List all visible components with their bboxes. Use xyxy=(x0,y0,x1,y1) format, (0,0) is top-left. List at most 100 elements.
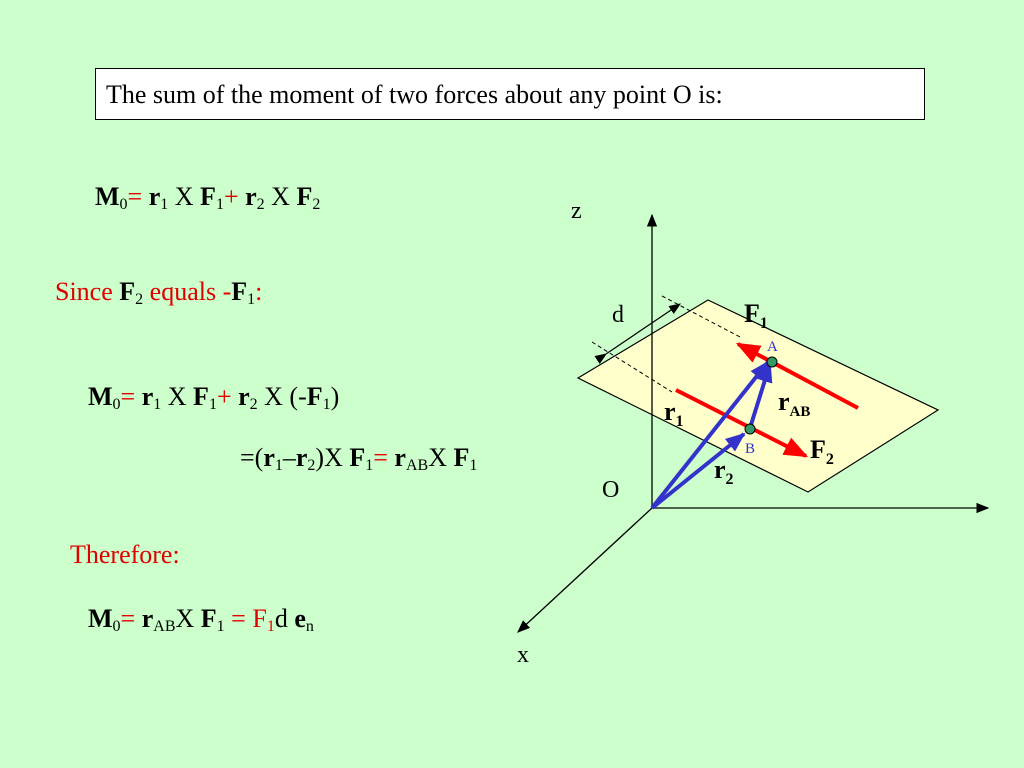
F1-label-main: F xyxy=(744,299,760,328)
subscript: AB xyxy=(153,618,176,635)
guide-line-f1 xyxy=(661,295,743,339)
symbol-F1: F xyxy=(193,382,209,411)
subscript: 1 xyxy=(247,291,256,308)
rAB-label-main: r xyxy=(778,387,790,416)
vector-r1 xyxy=(650,360,770,510)
plus-sign: + xyxy=(223,182,239,211)
symbol-F1: F xyxy=(200,604,217,633)
point-A xyxy=(766,356,778,368)
plus-sign: + xyxy=(216,382,232,411)
paren-close: ) xyxy=(330,382,340,411)
equals-text: equals - xyxy=(143,277,232,306)
therefore-label: Therefore: xyxy=(70,540,180,569)
vector-rAB xyxy=(748,362,773,429)
r2-label-main: r xyxy=(714,455,726,484)
since-text: Since xyxy=(55,277,120,306)
symbol-e: e xyxy=(294,604,306,633)
r1-label: r1 xyxy=(664,397,684,430)
equation-substituted: M0= r1 X F1+ r2 X (-F1) xyxy=(88,382,340,413)
symbol-F2: F xyxy=(296,182,313,211)
subscript: 1 xyxy=(215,196,224,213)
subscript: 1 xyxy=(216,618,225,635)
subscript: 1 xyxy=(266,618,275,635)
symbol-rAB: r xyxy=(141,604,154,633)
subscript: 2 xyxy=(312,196,321,213)
F1-label-sub: 1 xyxy=(760,315,768,332)
vector-r2 xyxy=(650,432,746,510)
subscript: 1 xyxy=(469,457,478,474)
F2-label-sub: 2 xyxy=(826,451,834,468)
symbol-M: M xyxy=(95,182,120,211)
since-statement: Since F2 equals -F1: xyxy=(55,277,262,308)
symbol-r2: r xyxy=(295,443,308,472)
point-B xyxy=(744,423,756,435)
r1-label-main: r xyxy=(664,397,676,426)
F2-label-main: F xyxy=(810,435,826,464)
F1-label: F1 xyxy=(744,299,768,332)
equals-sign: = xyxy=(373,443,388,472)
symbol-r2: r xyxy=(238,382,250,411)
symbol-F1: F xyxy=(453,443,470,472)
symbol-M: M xyxy=(88,604,113,633)
symbol-F1: F xyxy=(200,182,216,211)
symbol-r1: r xyxy=(263,443,275,472)
distance-label: d xyxy=(612,302,624,328)
subscript: 2 xyxy=(249,396,258,413)
force-F2-arrow xyxy=(675,388,809,458)
subscript: 1 xyxy=(208,396,217,413)
force-F1-arrow xyxy=(735,342,859,410)
origin-label: O xyxy=(602,477,619,503)
cross-sign: X (- xyxy=(257,382,307,411)
title-text: The sum of the moment of two forces abou… xyxy=(106,80,723,109)
subscript: 2 xyxy=(256,196,265,213)
subscript: 2 xyxy=(135,291,144,308)
equation-moment-sum: M0= r1 X F1+ r2 X F2 xyxy=(95,182,321,213)
equation-result: M0= rABX F1 = F1d en xyxy=(88,604,314,635)
subscript: 1 xyxy=(322,396,331,413)
rAB-label-sub: AB xyxy=(790,404,811,420)
subscript: n xyxy=(305,618,314,635)
subscript: 0 xyxy=(119,196,128,213)
symbol-F2: F xyxy=(119,277,136,306)
symbol-F1: F xyxy=(252,604,267,633)
x-axis-label: x xyxy=(517,642,529,668)
symbol-d: d xyxy=(274,604,295,633)
equals-sign: = xyxy=(120,382,136,411)
symbol-F1: F xyxy=(231,277,248,306)
symbol-F1: F xyxy=(306,382,323,411)
symbol-r2: r xyxy=(245,182,257,211)
paren-open: =( xyxy=(240,443,264,472)
cross-sign: X xyxy=(161,382,194,411)
point-B-label: B xyxy=(745,441,755,457)
equals-sign: = xyxy=(120,604,136,633)
F2-label: F2 xyxy=(810,435,834,468)
z-axis-label: z xyxy=(571,198,582,224)
subscript: AB xyxy=(405,457,429,474)
r2-label-sub: 2 xyxy=(726,471,734,488)
cross-sign: X xyxy=(428,443,454,472)
symbol-rAB: r xyxy=(394,443,406,472)
subscript: 1 xyxy=(153,396,162,413)
subscript: 0 xyxy=(112,618,121,635)
symbol-r1: r xyxy=(148,182,161,211)
equation-simplified: =(r1–r2)X F1= rABX F1 xyxy=(240,443,478,474)
subscript: 1 xyxy=(365,457,374,474)
symbol-F1: F xyxy=(349,443,366,472)
distance-d-arrow xyxy=(594,303,681,365)
minus-sign: – xyxy=(282,443,296,472)
equals-sign: = xyxy=(127,182,143,211)
cross-sign: X xyxy=(264,182,297,211)
title-box: The sum of the moment of two forces abou… xyxy=(95,68,925,120)
symbol-r1: r xyxy=(141,382,154,411)
paren-close: )X xyxy=(315,443,350,472)
cross-sign: X xyxy=(168,182,201,211)
x-axis xyxy=(517,507,653,633)
subscript: 2 xyxy=(307,457,316,474)
subscript: 1 xyxy=(274,457,283,474)
r2-label: r2 xyxy=(714,455,734,488)
symbol-M: M xyxy=(88,382,113,411)
subscript: 1 xyxy=(160,196,169,213)
rAB-label: rAB xyxy=(778,387,810,420)
equals-sign: = xyxy=(224,604,253,633)
